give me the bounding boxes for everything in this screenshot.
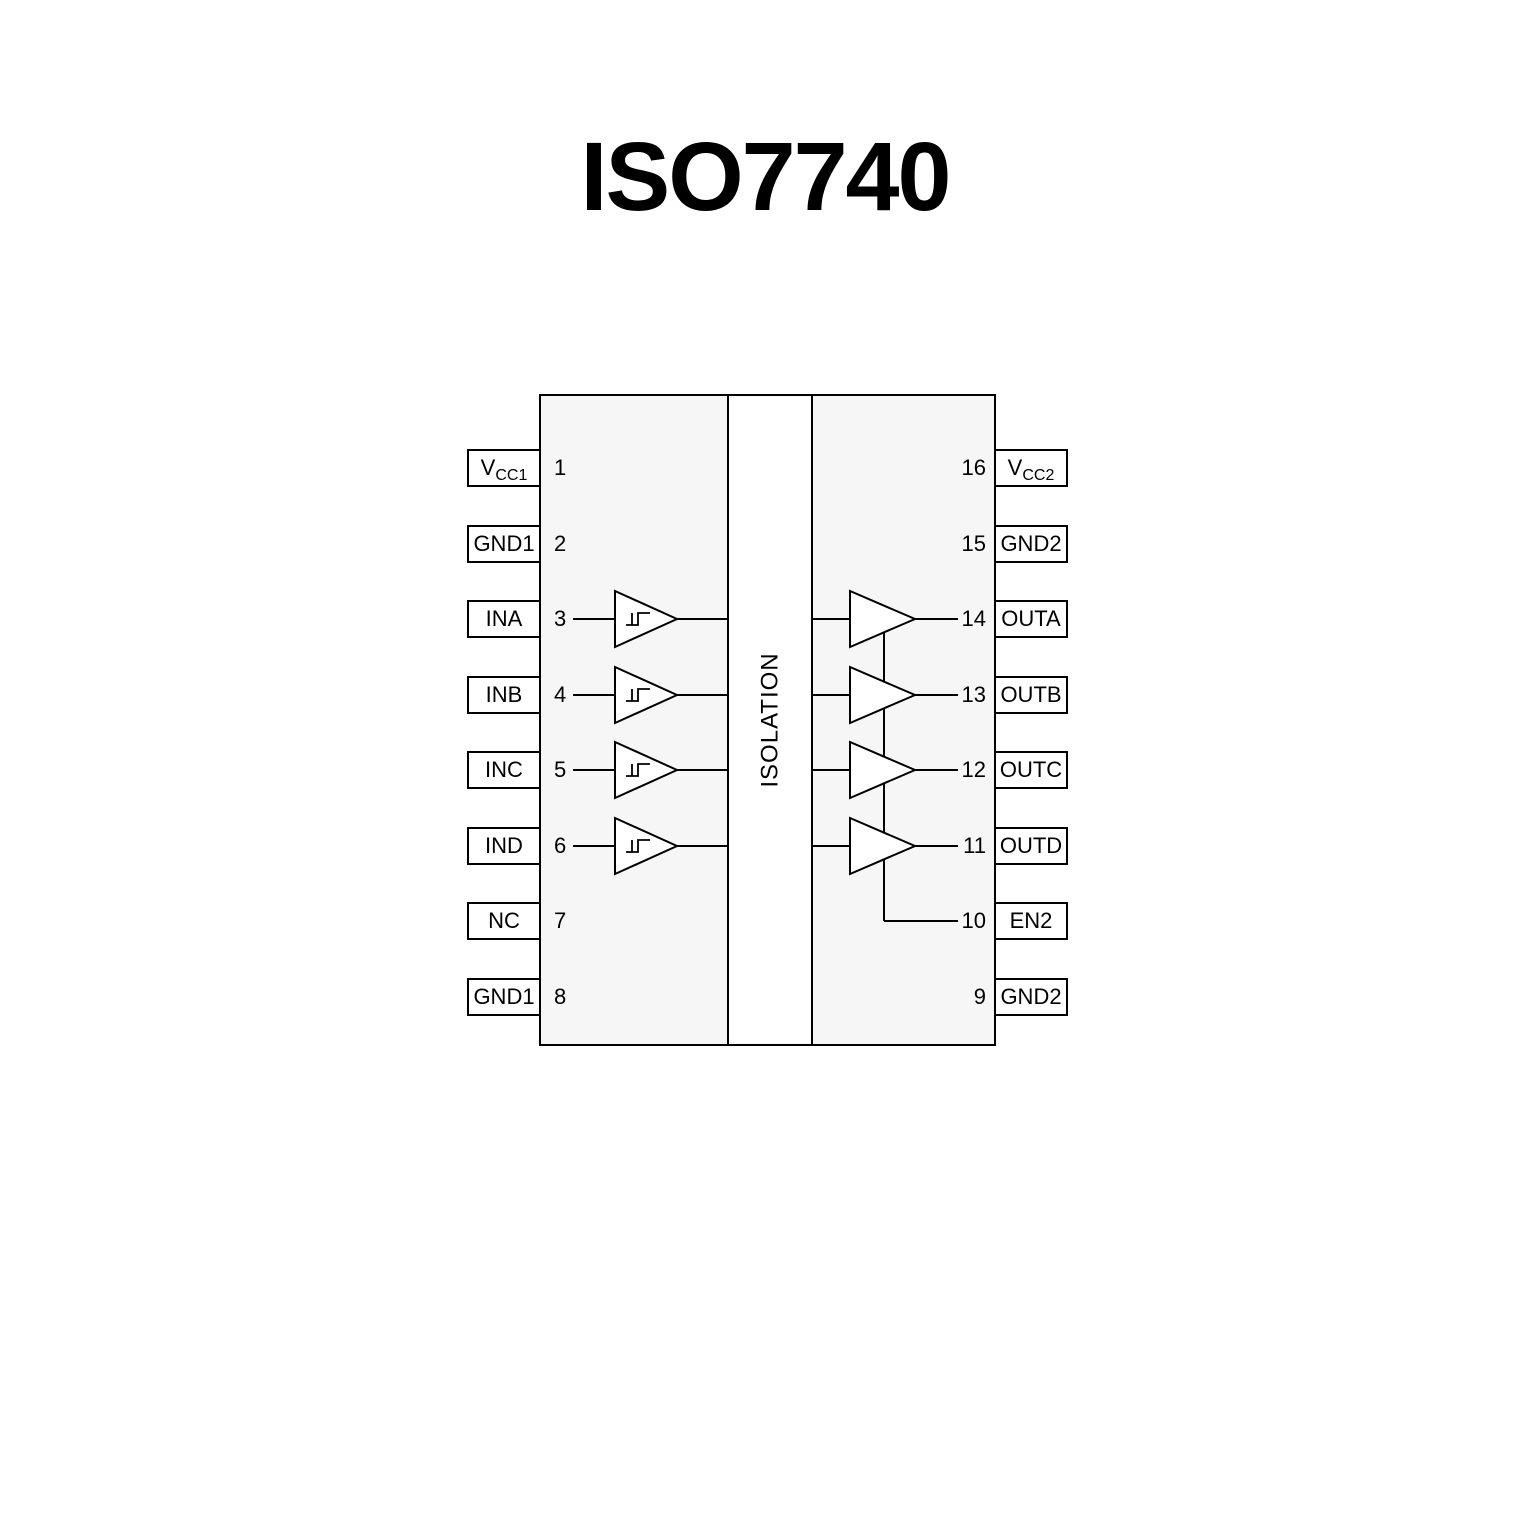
pin-left-2: GND1 2 (467, 525, 566, 563)
pin-label-outd: OUTD (1000, 833, 1062, 858)
pin-number: 7 (554, 908, 566, 933)
pin-label-gnd1: GND1 (473, 531, 534, 556)
pin-right-11: OUTD 11 (963, 827, 1068, 865)
output-buffer-c (849, 740, 918, 800)
output-channel-d (812, 816, 958, 876)
pin-label-vcc2: VCC2 (1008, 455, 1055, 484)
pin-label-main: V (481, 455, 496, 480)
pin-box (467, 525, 541, 563)
pin-left-6: IND 6 (467, 827, 566, 865)
pin-label-inc: INC (485, 757, 523, 782)
pin-label-ina: INA (486, 606, 523, 631)
pin-box (994, 751, 1068, 789)
pin-right-9: GND2 9 (974, 978, 1068, 1016)
pin-left-7: NC 7 (467, 902, 566, 940)
pin-label-gnd2: GND2 (1000, 984, 1061, 1009)
pin-box (994, 525, 1068, 563)
pin-right-14: OUTA 14 (962, 600, 1068, 638)
pin-label-subscript: CC1 (495, 467, 527, 484)
pin-box (467, 902, 541, 940)
pin-label-vcc1: VCC1 (481, 455, 528, 484)
pin-label-en2: EN2 (1010, 908, 1053, 933)
output-buffer-a (849, 589, 918, 649)
pin-box (467, 751, 541, 789)
pin-number: 8 (554, 984, 566, 1009)
pin-box (467, 978, 541, 1016)
pin-label-outb: OUTB (1000, 682, 1061, 707)
pin-number: 14 (962, 606, 986, 631)
pin-box (994, 449, 1068, 487)
pin-number: 5 (554, 757, 566, 782)
pin-number: 11 (963, 833, 986, 858)
page-title: ISO7740 (581, 122, 950, 231)
input-channel-d (573, 816, 728, 876)
pin-left-5: INC 5 (467, 751, 566, 789)
pin-number: 16 (962, 455, 986, 480)
pin-number: 3 (554, 606, 566, 631)
isolation-label: ISOLATION (757, 652, 784, 787)
input-buffer-d (614, 816, 680, 876)
pin-label-gnd1: GND1 (473, 984, 534, 1009)
pin-box (994, 676, 1068, 714)
pin-box (994, 827, 1068, 865)
pin-box (467, 600, 541, 638)
pin-number: 2 (554, 531, 566, 556)
input-channel-b (573, 665, 728, 725)
input-buffer-a (614, 589, 680, 649)
pin-number: 1 (554, 455, 566, 480)
pin-box (467, 449, 541, 487)
schmitt-hysteresis-icon (626, 688, 650, 702)
pin-right-12: OUTC 12 (962, 751, 1068, 789)
pin-label-main: V (1008, 455, 1023, 480)
pin-right-10: EN2 10 (962, 902, 1068, 940)
pin-right-16: VCC2 16 (962, 449, 1068, 487)
pin-left-8: GND1 8 (467, 978, 566, 1016)
pin-box (994, 978, 1068, 1016)
pin-right-15: GND2 15 (962, 525, 1068, 563)
pin-label-gnd2: GND2 (1000, 531, 1061, 556)
pin-label-nc: NC (488, 908, 520, 933)
pin-number: 9 (974, 984, 986, 1009)
input-channel-c (573, 740, 728, 800)
pin-left-1: VCC1 1 (467, 449, 566, 487)
pin-number: 10 (962, 908, 986, 933)
pin-label-inb: INB (486, 682, 523, 707)
schmitt-hysteresis-icon (626, 839, 650, 853)
pin-left-4: INB 4 (467, 676, 566, 714)
pin-label-ind: IND (485, 833, 523, 858)
isolation-channel (729, 397, 811, 1043)
pin-number: 15 (962, 531, 986, 556)
pin-left-3: INA 3 (467, 600, 566, 638)
pin-box (994, 600, 1068, 638)
input-channel-a (573, 589, 728, 649)
pin-number: 13 (962, 682, 986, 707)
pin-number: 12 (962, 757, 986, 782)
output-channel-c (812, 740, 958, 800)
schmitt-hysteresis-icon (626, 763, 650, 777)
pin-right-13: OUTB 13 (962, 676, 1068, 714)
schmitt-hysteresis-icon (626, 612, 650, 626)
pin-number: 4 (554, 682, 566, 707)
output-channel-b (812, 665, 958, 725)
output-buffer-d (849, 816, 918, 876)
pin-box (467, 676, 541, 714)
pin-label-outa: OUTA (1001, 606, 1061, 631)
pin-label-outc: OUTC (1000, 757, 1062, 782)
input-buffer-c (614, 740, 680, 800)
output-buffer-b (849, 665, 918, 725)
output-channel-a (812, 589, 958, 649)
pin-label-subscript: CC2 (1022, 467, 1054, 484)
chip-body: ISOLATION (539, 394, 996, 1046)
input-buffer-b (614, 665, 680, 725)
pin-number: 6 (554, 833, 566, 858)
pin-box (994, 902, 1068, 940)
pin-box (467, 827, 541, 865)
